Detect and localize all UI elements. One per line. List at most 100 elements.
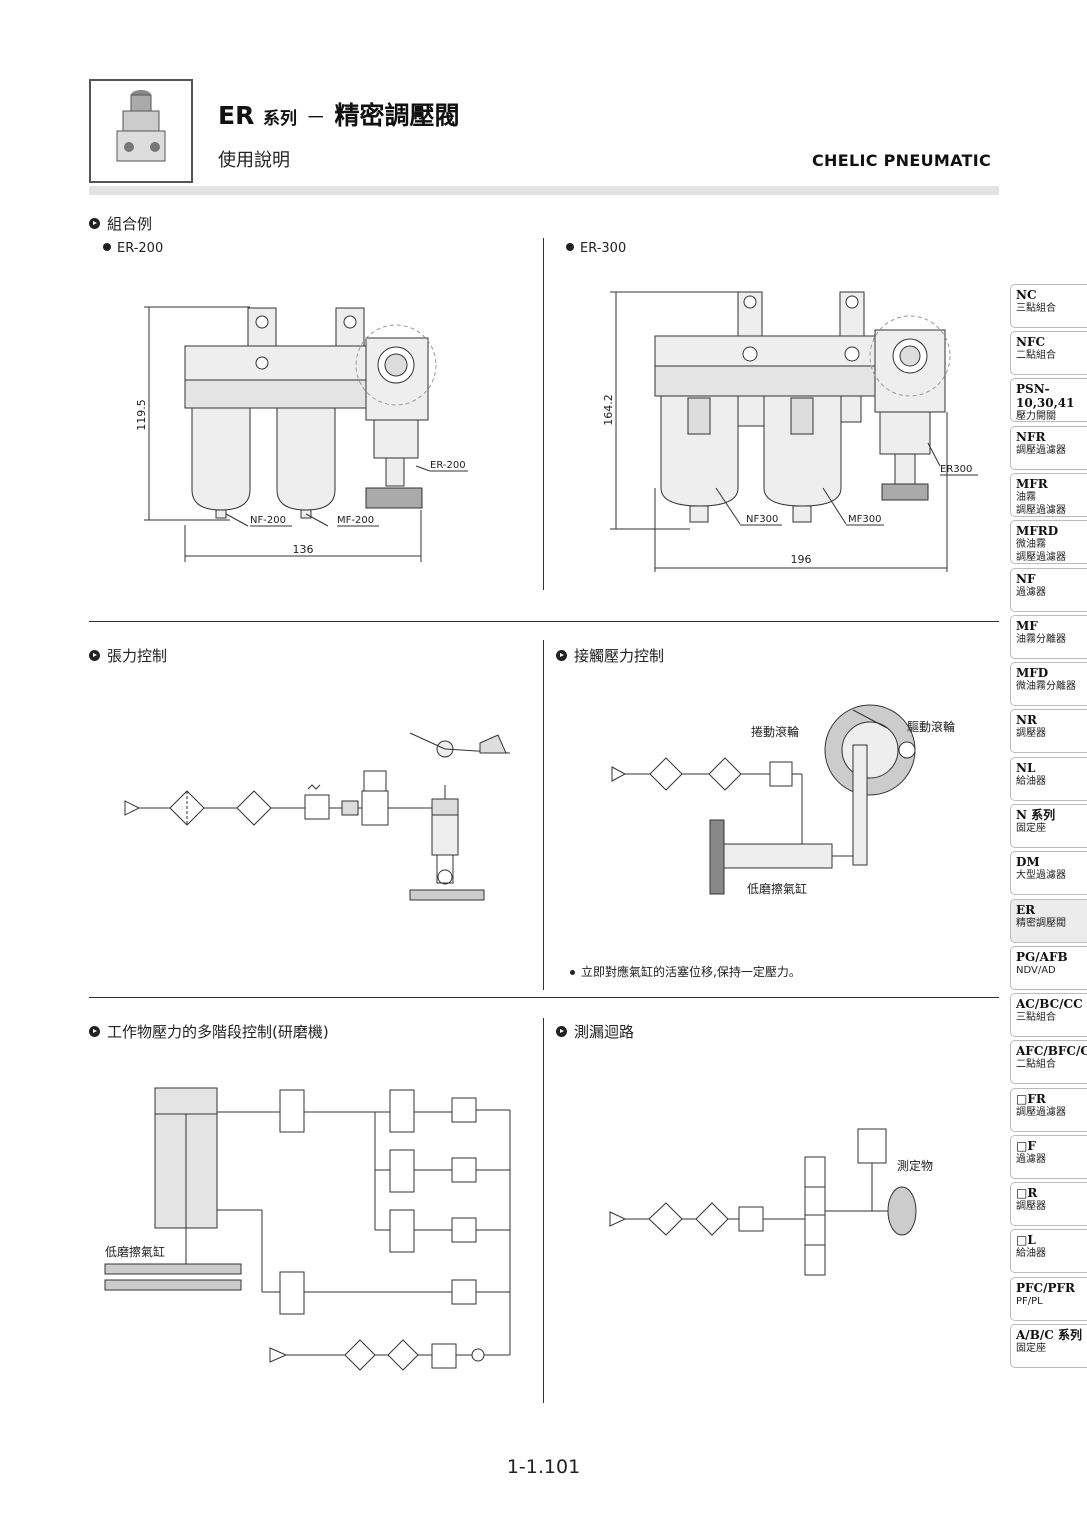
sidebar-tab-name: 三點組合 <box>1016 1012 1056 1023</box>
sidebar-tab-code: DM <box>1016 855 1040 869</box>
sidebar-tab-name: 過濾器 <box>1016 1154 1046 1165</box>
section-title: 接觸壓力控制 <box>574 647 665 665</box>
arrow-bullet-icon <box>89 650 100 661</box>
sidebar-tab-name: 調壓過濾器 <box>1016 445 1066 456</box>
page-title: ER 系列 － 精密調壓閥 <box>218 96 460 132</box>
er200-label-text: ER-200 <box>117 241 164 256</box>
er200-label: ER-200 <box>103 241 163 256</box>
sidebar-tab-name: 給油器 <box>1016 1248 1046 1259</box>
sidebar-tab-name: 二點組合 <box>1016 1059 1056 1070</box>
part-label-mf200: MF-200 <box>337 515 374 526</box>
sidebar-tab-name: 二點組合 <box>1016 350 1056 361</box>
sidebar-tab-name: 微油霧 調壓過濾器 <box>1016 539 1066 563</box>
bullet-icon <box>103 243 111 251</box>
label-winding-roller: 捲動滾輪 <box>751 724 799 739</box>
page-subtitle: 使用說明 <box>218 150 290 171</box>
sidebar-tab-name: 壓力開關 <box>1016 411 1056 422</box>
contact-note-text: 立即對應氣缸的活塞位移,保持一定壓力。 <box>581 965 801 979</box>
sidebar-tab-name: 固定座 <box>1016 823 1046 834</box>
sidebar-tab-name: 過濾器 <box>1016 587 1046 598</box>
sidebar-tab-code: NL <box>1016 761 1036 775</box>
sidebar-tab[interactable]: N 系列固定座 <box>1010 804 1087 848</box>
er300-assembly-drawing: 164.2 196 NF300 MF300 ER300 <box>602 291 978 572</box>
sidebar-tab-name: 固定座 <box>1016 1343 1046 1354</box>
contact-pressure-circuit: 捲動滾輪 驅動滾輪 低磨擦氣缸 <box>611 704 955 896</box>
er200-assembly-drawing: 119.5 136 NF-200 MF-200 ER-200 <box>135 306 468 562</box>
series-code: ER <box>218 101 255 130</box>
leak-test-circuit: 測定物 <box>609 1128 933 1276</box>
brand-name: CHELIC PNEUMATIC <box>812 151 992 170</box>
sidebar-tab[interactable]: A/B/C 系列固定座 <box>1010 1324 1087 1368</box>
sidebar-tab-code: MFD <box>1016 666 1049 680</box>
sidebar-tab-name: 微油霧分離器 <box>1016 681 1076 692</box>
sidebar-tab-name: 調壓器 <box>1016 1201 1046 1212</box>
sidebar-tab-code: N 系列 <box>1016 808 1056 822</box>
bullet-icon <box>570 970 575 975</box>
er300-label: ER-300 <box>566 241 626 256</box>
sidebar-tab-name: PF/PL <box>1016 1296 1043 1307</box>
er300-label-text: ER-300 <box>580 241 627 256</box>
product-thumbnail <box>89 79 193 183</box>
page-number: 1-1.101 <box>506 1456 581 1478</box>
label-low-friction-cylinder: 低磨擦氣缸 <box>747 881 807 896</box>
arrow-bullet-icon <box>89 218 100 229</box>
label-drive-roller: 驅動滾輪 <box>907 719 955 734</box>
divider-vertical-3 <box>543 1018 544 1403</box>
divider-horizontal-1 <box>89 621 999 622</box>
part-label-er200: ER-200 <box>430 460 466 471</box>
label-measured-object: 測定物 <box>897 1158 933 1173</box>
regulator-photo-icon <box>116 90 166 162</box>
sidebar-tab-code: □R <box>1016 1186 1038 1200</box>
header-bar <box>89 186 999 195</box>
section-title: 組合例 <box>107 215 153 233</box>
sidebar-tab-code: □F <box>1016 1139 1036 1153</box>
section-title: 測漏迴路 <box>574 1023 635 1041</box>
sidebar-tab-code: A/B/C 系列 <box>1016 1328 1082 1342</box>
sidebar-tab-name: 精密調壓閥 <box>1016 918 1066 929</box>
arrow-bullet-icon <box>556 650 567 661</box>
part-label-nf200: NF-200 <box>250 515 286 526</box>
divider-vertical-2 <box>543 640 544 990</box>
section-heading-contact: 接觸壓力控制 <box>556 645 664 666</box>
er200-height-dim: 119.5 <box>135 399 148 431</box>
multistage-control-circuit: 低磨擦氣缸 <box>104 1087 511 1371</box>
sidebar-tab[interactable]: AFC/BFC/CFC二點組合 <box>1010 1040 1087 1084</box>
sidebar-tab-name: 大型過濾器 <box>1016 870 1066 881</box>
sidebar-tab-name: 調壓過濾器 <box>1016 1107 1066 1118</box>
sidebar-tab-name: 三點組合 <box>1016 303 1056 314</box>
part-label-mf300: MF300 <box>848 514 881 525</box>
arrow-bullet-icon <box>556 1026 567 1037</box>
sidebar-tab-code: MFRD <box>1016 524 1059 538</box>
sidebar-tab-code: □L <box>1016 1233 1036 1247</box>
section-heading-combo: 組合例 <box>89 213 152 234</box>
section-heading-tension: 張力控制 <box>89 645 167 666</box>
sidebar-tab-code: NC <box>1016 288 1037 302</box>
sidebar-tab-name: 給油器 <box>1016 776 1046 787</box>
sidebar-tab-code: ER <box>1016 903 1036 917</box>
sidebar-tab-code: AFC/BFC/CFC <box>1016 1044 1087 1058</box>
sidebar-tab-code: □FR <box>1016 1092 1046 1106</box>
arrow-bullet-icon <box>89 1026 100 1037</box>
divider-vertical-1 <box>543 238 544 590</box>
section-title: 工作物壓力的多階段控制(研磨機) <box>107 1023 329 1041</box>
